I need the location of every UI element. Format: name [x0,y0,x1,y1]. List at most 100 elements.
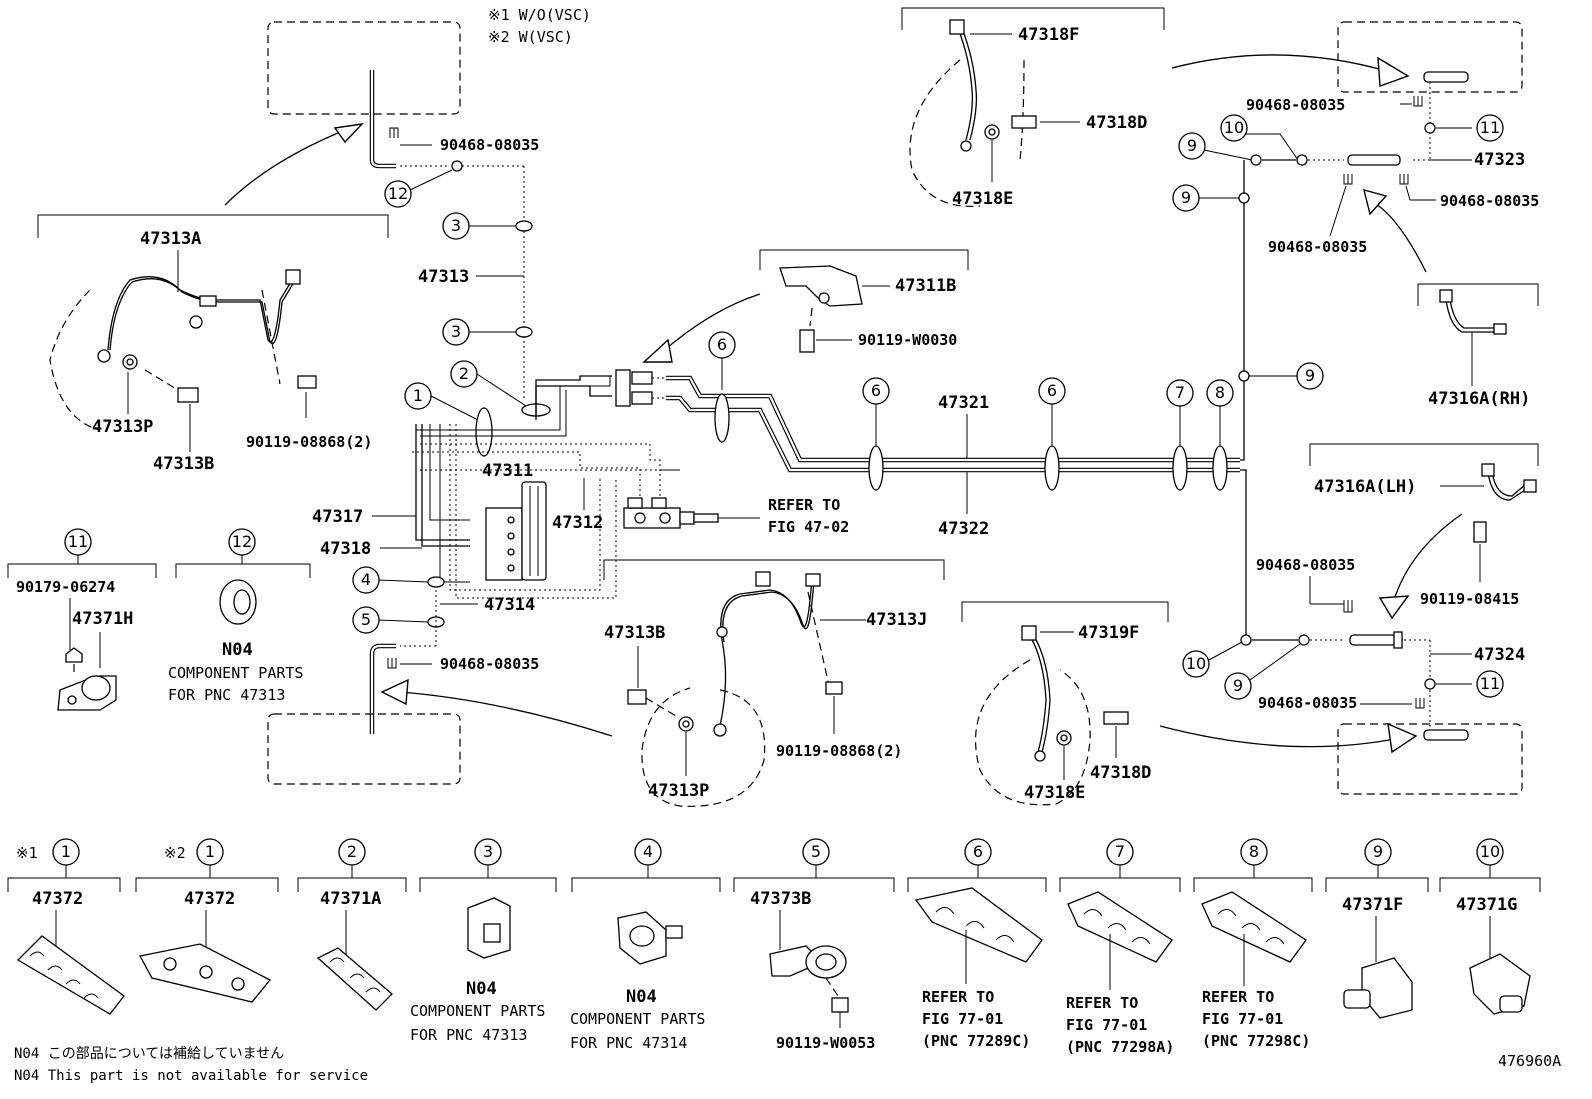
legend-n04-4: N04 [626,987,657,1007]
component-parts-12-line1: COMPONENT PARTS [168,664,303,682]
legend-refer-7-line1: REFER TO [1066,994,1138,1012]
clamp-8 [1201,891,1307,963]
svg-text:1: 1 [205,842,215,861]
svg-text:5: 5 [361,610,371,629]
label-47314: 47314 [484,595,535,615]
label-47318D-top: 47318D [1086,113,1147,133]
label-47313A: 47313A [140,229,201,249]
svg-text:3: 3 [483,842,493,861]
label-47318E-bot: 47318E [1024,783,1085,803]
label-90468-tr1: 90468-08035 [1246,96,1345,114]
clip-icon [1343,600,1353,613]
legend-refer-6-line2: FIG 77-01 [922,1010,1003,1028]
svg-text:11: 11 [68,532,88,551]
clamp-47372-a [16,935,125,1015]
footer-note-jp: N04 この部品については補給していません [14,1046,284,1062]
group-bracket [7,563,157,578]
label-90468-tr2: 90468-08035 [1440,192,1539,210]
legend-47371A: 47371A [320,889,381,909]
legend-47373B: 47373B [750,889,811,909]
clip-47371F [1361,957,1413,1019]
svg-text:12: 12 [388,184,408,203]
front-right-wheel-zone [267,713,461,785]
legend-comp-4-line2: FOR PNC 47314 [570,1034,687,1052]
flex-hose-mid [720,579,813,641]
legend-47371F: 47371F [1342,895,1403,915]
legend-comp-3-line1: COMPONENT PARTS [410,1002,545,1020]
svg-text:3: 3 [451,216,461,235]
refer-47-02-line2: FIG 47-02 [768,518,849,536]
rear-left-wheel-zone [1337,21,1523,93]
hose-outline [49,289,101,431]
group-bracket [603,559,945,580]
label-47323: 47323 [1474,150,1525,170]
arrow-icon [333,123,364,144]
rear-right-wheel-zone [1337,723,1523,795]
group-bracket [759,249,969,270]
svg-text:7: 7 [1175,383,1185,402]
flex-hose-rh [1445,299,1494,333]
svg-text:6: 6 [1047,381,1057,400]
bolt-icon [297,375,317,389]
svg-text:2: 2 [347,842,357,861]
legend-refer-8-line3: (PNC 77298C) [1202,1032,1310,1050]
arrow-icon [1363,189,1388,216]
bolt-icon [1473,521,1487,543]
svg-text:9: 9 [1305,366,1315,385]
n04-label-12: N04 [222,640,253,660]
svg-text:2: 2 [459,364,469,383]
label-47316A-LH: 47316A(LH) [1314,477,1416,497]
footer-note-en: N04 This part is not available for servi… [14,1068,368,1084]
clip-icon [387,658,397,669]
note-wo-vsc: ※1 W/O(VSC) [488,6,591,24]
svg-text:9: 9 [1233,676,1243,695]
clip-icon [1415,698,1425,709]
label-47313B-mid: 47313B [604,623,665,643]
label-47371H: 47371H [72,609,133,629]
bolt-icon [799,329,815,353]
callout-10 [1220,114,1248,142]
flex-hose-top-right [957,27,974,141]
legend-comp-3-line2: FOR PNC 47313 [410,1026,527,1044]
svg-text:4: 4 [643,842,653,861]
group-bracket [961,601,1169,622]
label-47313J: 47313J [866,610,927,630]
svg-text:10: 10 [1480,842,1500,861]
abs-actuator [485,507,523,581]
label-47313: 47313 [418,267,469,287]
callout-9 [1178,132,1206,160]
clamp-7 [1067,891,1173,963]
svg-text:9: 9 [1181,188,1191,207]
label-47321: 47321 [938,393,989,413]
note-w-vsc: ※2 W(VSC) [488,28,573,46]
clip-icon [1343,174,1353,185]
master-cylinder [623,507,681,529]
label-47311: 47311 [482,461,533,481]
flex-hose-lh [1487,471,1529,501]
tube-top-left [369,70,396,169]
label-90468-top: 90468-08035 [440,136,539,154]
clamp-47371A [316,947,393,1011]
legend-47371G: 47371G [1456,895,1517,915]
callout-12 [384,180,412,208]
group-bracket [1417,283,1539,306]
bolt-icon [1103,711,1129,725]
label-47312: 47312 [552,513,603,533]
svg-text:6: 6 [871,381,881,400]
bracket-47311B [779,265,863,307]
svg-text:5: 5 [811,842,821,861]
legend-refer-8-line2: FIG 77-01 [1202,1010,1283,1028]
legend-refer-6-line3: (PNC 77289C) [922,1032,1030,1050]
hose-outline [641,687,766,807]
clip-icon [1413,96,1423,107]
callout-11 [1476,670,1504,698]
flex-hose-bottom-right [1029,635,1047,753]
bolt-icon [825,681,843,695]
callout-10 [1182,650,1210,678]
label-90468-br1: 90468-08035 [1256,556,1355,574]
svg-text:9: 9 [1187,136,1197,155]
group-bracket [175,563,311,578]
label-90468-tr3: 90468-08035 [1268,238,1367,256]
callout-9 [1224,672,1252,700]
label-47322: 47322 [938,519,989,539]
